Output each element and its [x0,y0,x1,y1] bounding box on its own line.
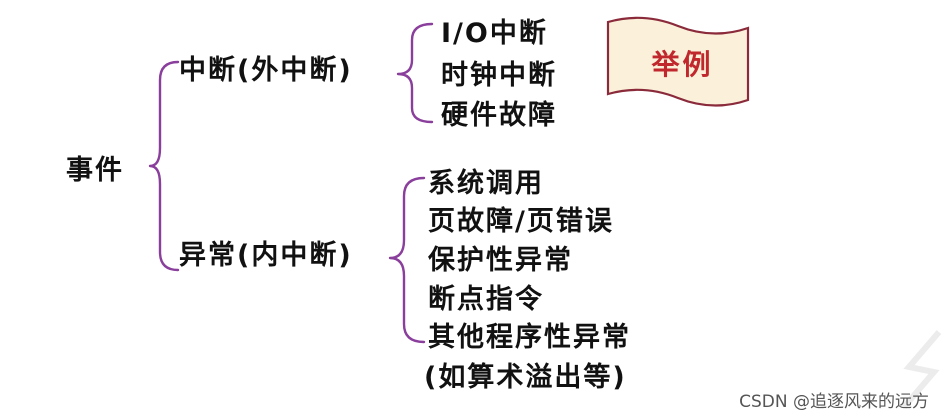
exception-item: (如算术溢出等) [424,362,627,393]
interrupt-item: 硬件故障 [441,100,557,131]
exception-item: 系统调用 [428,168,544,199]
exception-item: 其他程序性异常 [428,322,631,353]
interrupt-item: I/O中断 [441,18,548,49]
csdn-watermark: CSDN @追逐风来的远方 [739,392,929,412]
decorative-watermark-graphic [901,330,942,409]
example-flag-banner [606,16,750,107]
exception-label: 异常(内中断) [179,240,353,271]
interrupt-label: 中断(外中断) [179,55,353,86]
exception-item: 保护性异常 [428,245,573,276]
exception-item: 断点指令 [428,284,544,315]
example-flag-text: 举例 [651,48,714,81]
root-label: 事件 [66,155,124,186]
interrupt-item: 时钟中断 [441,60,557,91]
exception-item: 页故障/页错误 [428,206,614,237]
